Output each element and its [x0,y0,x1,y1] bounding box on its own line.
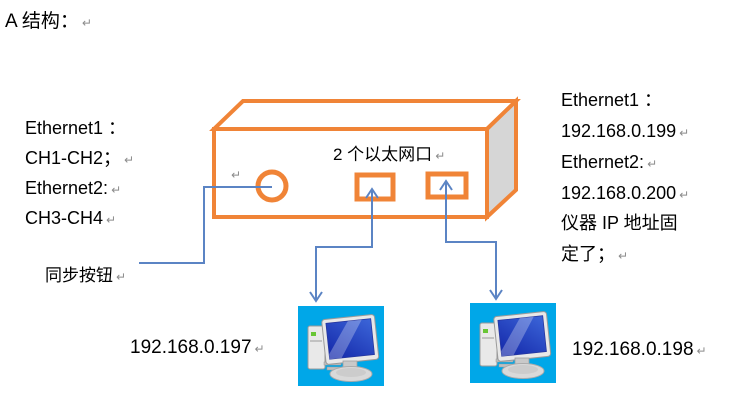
return-mark: ↵ [696,344,707,358]
return-mark: ↵ [111,183,122,197]
ethernet-port-1 [354,172,396,202]
connector-port1-computer1 [309,187,379,303]
box-top-face [209,99,521,131]
left-info-line: Ethernet2:↵ [25,178,122,198]
return-mark: ↵ [231,168,242,182]
right-info-line: Ethernet2:↵ [561,152,658,172]
instrument-box [209,96,521,222]
right-info-line: 定了；↵ [561,244,629,264]
right-info-line: Ethernet1 ： [561,90,663,110]
return-mark: ↵ [679,126,690,140]
sync-button-label: 同步按钮↵ [45,266,127,285]
left-info-line: CH1-CH2；↵ [25,148,135,168]
right-info-line: 仪器 IP 地址固 [561,213,678,233]
arrowhead-up-icon [365,187,379,199]
right-info-line: 192.168.0.199↵ [561,121,690,141]
sync-callout-line [139,186,272,264]
arrowhead-up-icon [439,179,453,191]
return-mark: ↵ [106,213,117,227]
return-mark: ↵ [116,270,127,284]
right-info-line: 192.168.0.200↵ [561,183,690,203]
device-label: 2 个以太网口↵ [333,145,446,164]
return-mark: ↵ [679,188,690,202]
computer-icon [297,305,385,387]
return-mark: ↵ [647,157,658,171]
return-mark: ↵ [124,153,135,167]
return-mark: ↵ [81,16,92,30]
arrowhead-down-icon [309,291,323,303]
computer1-ip: 192.168.0.197↵ [130,337,265,358]
connector-port2-computer2 [439,179,503,301]
left-info-line: Ethernet1 ： [25,118,127,138]
return-mark: ↵ [618,249,629,263]
computer-icon [469,302,557,384]
computer2-ip: 192.168.0.198↵ [572,339,707,360]
arrowhead-down-icon [489,289,503,301]
page-title: A 结构：↵ [5,11,92,32]
left-info-line: CH3-CH4↵ [25,208,117,228]
return-mark: ↵ [435,149,446,163]
return-mark: ↵ [254,342,265,356]
